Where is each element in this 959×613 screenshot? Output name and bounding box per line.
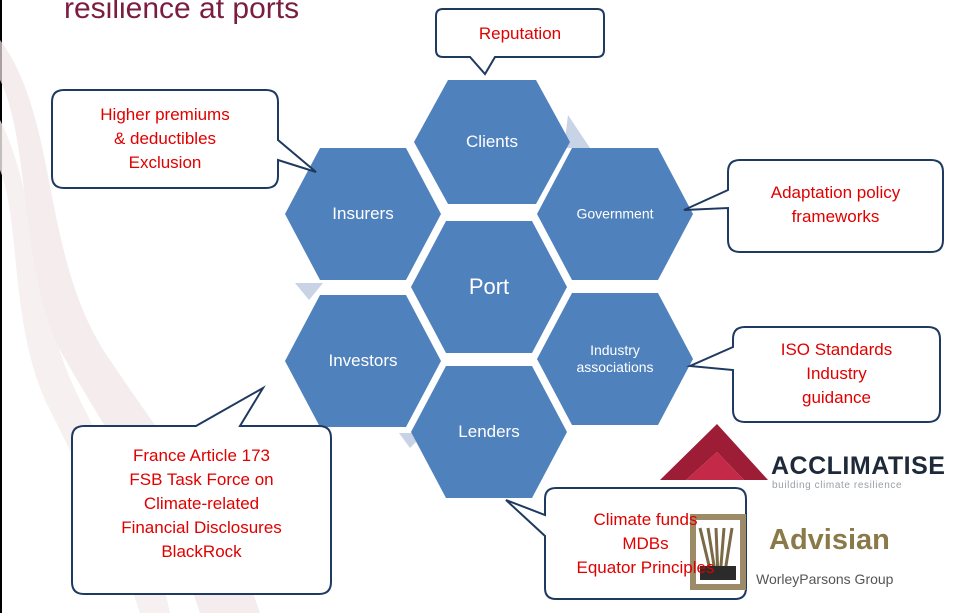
- callout-investors-line: France Article 173: [132, 446, 270, 465]
- callout-industry: ISO Standards Industry guidance: [733, 338, 940, 410]
- acclimatise-logo-name: ACCLIMATISE: [771, 452, 946, 480]
- hexagon-investors: [285, 295, 441, 427]
- hexagon-label-port: Port: [468, 273, 510, 299]
- advisian-logo-name: Advisian: [769, 524, 890, 556]
- callout-reputation: Reputation: [436, 22, 604, 46]
- callout-reputation-line: Reputation: [478, 24, 562, 43]
- callout-investors: France Article 173 FSB Task Force on Cli…: [72, 444, 331, 564]
- callout-industry-line: guidance: [801, 388, 871, 407]
- hexagon-label-government: Government: [576, 205, 654, 222]
- hexagon-port: [411, 221, 567, 353]
- slide-title: resilience at ports: [64, 0, 300, 25]
- callout-industry-line: Industry: [806, 364, 867, 383]
- callout-investors-line: Climate-related: [143, 494, 260, 513]
- callout-investors-line: Financial Disclosures: [121, 518, 282, 537]
- callout-insurers-line: Exclusion: [128, 153, 202, 172]
- callout-investors-line: FSB Task Force on: [129, 470, 274, 489]
- hexagon-label-insurers: Insurers: [332, 203, 394, 223]
- callout-insurers: Higher premiums & deductibles Exclusion: [52, 103, 278, 175]
- callout-insurers-line: Higher premiums: [100, 105, 230, 124]
- hexagon-insurers: [285, 148, 441, 280]
- callout-reputation-box: [435, 8, 605, 76]
- callout-industry-box: [686, 326, 941, 423]
- callout-investors-line: BlackRock: [161, 542, 242, 561]
- callout-lenders-line: Equator Principles: [576, 558, 715, 577]
- hexagon-label-lenders: Lenders: [458, 421, 520, 441]
- left-border: [0, 0, 2, 613]
- callout-insurers-box: [51, 89, 317, 189]
- callout-lenders-line: MDBs: [622, 534, 669, 553]
- hexagon-label-industry-associations: Industry associations: [576, 342, 654, 375]
- callout-industry-line: ISO Standards: [780, 340, 893, 359]
- callout-government-line: frameworks: [791, 207, 880, 226]
- hexagon-lenders: [411, 366, 567, 498]
- callout-lenders: Climate funds MDBs Equator Principles: [545, 508, 746, 580]
- hexagon-label-clients: Clients: [466, 131, 518, 151]
- callout-lenders-box: [505, 487, 747, 600]
- callout-lenders-line: Climate funds: [593, 510, 698, 529]
- callout-investors-box: [71, 385, 332, 595]
- advisian-logo-subtitle: WorleyParsons Group: [756, 571, 894, 587]
- hexagon-label-investors: Investors: [328, 350, 398, 370]
- hexagon-government: [537, 148, 693, 280]
- acclimatise-logo-mark: [660, 424, 768, 480]
- hexagon-industry-associations: [537, 293, 693, 425]
- callout-government: Adaptation policy frameworks: [728, 181, 943, 229]
- callout-government-box: [683, 159, 944, 253]
- callout-government-line: Adaptation policy: [770, 183, 901, 202]
- hexagon-clients: [414, 80, 570, 204]
- advisian-logo-mark: [690, 514, 746, 590]
- callout-insurers-line: & deductibles: [113, 129, 217, 148]
- acclimatise-logo-tagline: building climate resilience: [772, 480, 903, 491]
